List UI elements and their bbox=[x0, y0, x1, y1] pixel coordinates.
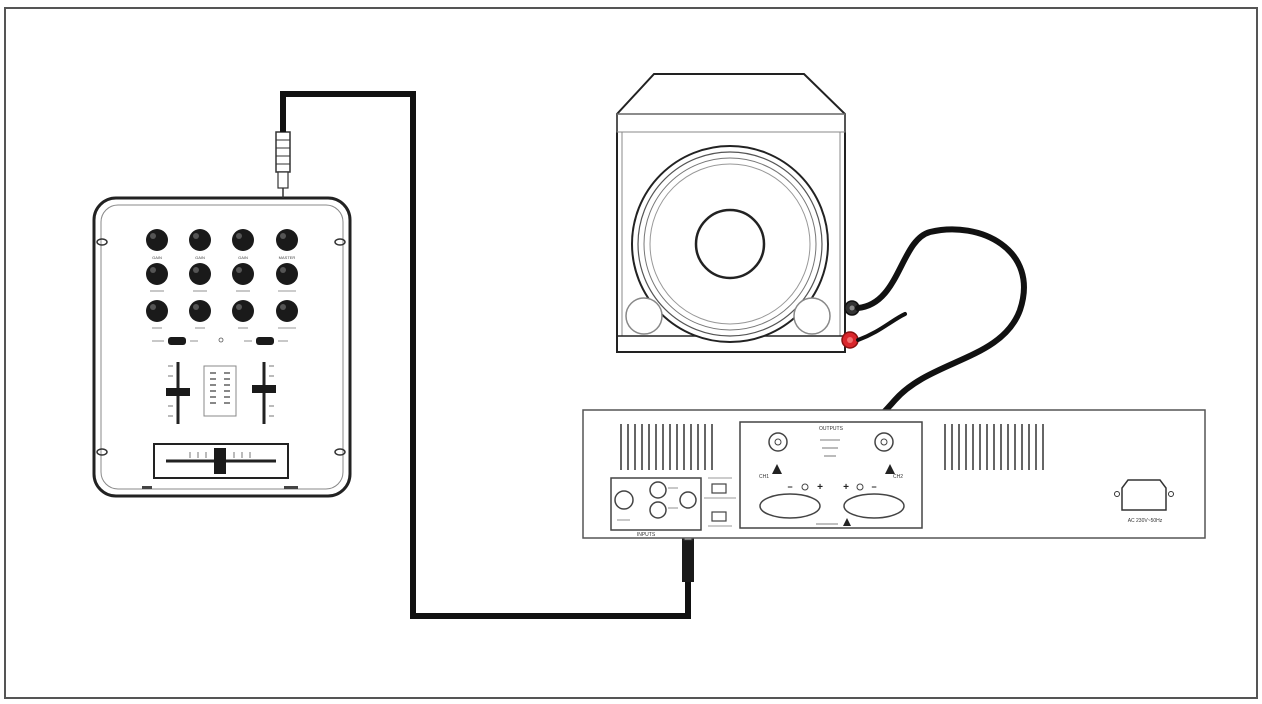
level-meter bbox=[203, 365, 237, 417]
mixer-knob bbox=[189, 229, 211, 251]
mixer-screw-hole bbox=[334, 448, 346, 456]
mixer-knob bbox=[232, 263, 254, 285]
amplifier-rear-panel: INPUTS OUTPUTS bbox=[582, 409, 1206, 539]
knob-label: GAIN bbox=[238, 255, 248, 260]
mixer-knob bbox=[146, 229, 168, 251]
mode-switches bbox=[704, 477, 736, 527]
speaker-cable-lead bbox=[856, 312, 907, 342]
bass-port bbox=[625, 297, 663, 335]
power-label: AC 230V~50Hz bbox=[1128, 518, 1163, 524]
speakon-output bbox=[768, 432, 788, 452]
warning-icon bbox=[772, 464, 782, 474]
speakon-output bbox=[874, 432, 894, 452]
mixer-knob bbox=[276, 229, 298, 251]
knob-label: GAIN bbox=[152, 255, 162, 260]
channel-toggle bbox=[256, 337, 274, 345]
mixer-knob bbox=[232, 229, 254, 251]
channel-1-label: CH1 bbox=[759, 474, 769, 480]
signal-cable bbox=[280, 91, 691, 619]
channel-fader-right bbox=[252, 362, 276, 424]
speaker-cabinet bbox=[616, 73, 846, 353]
binding-post-left bbox=[759, 493, 821, 519]
knob-label-marks bbox=[150, 290, 296, 329]
warning-icon bbox=[885, 464, 895, 474]
mixer-knob bbox=[189, 263, 211, 285]
minus-marker: − bbox=[787, 482, 792, 492]
mixer-knob bbox=[276, 300, 298, 322]
mixer-screw-hole bbox=[96, 448, 108, 456]
channel-fader-left bbox=[166, 362, 190, 424]
vent-grille-left bbox=[620, 424, 713, 470]
vent-grille-right bbox=[944, 424, 1044, 470]
output-section: OUTPUTS CH1 CH2 − + + − bbox=[739, 421, 923, 529]
input-section: INPUTS bbox=[610, 477, 702, 538]
woofer-dust-cap bbox=[694, 208, 766, 280]
inputs-label: INPUTS bbox=[637, 532, 656, 538]
mixer-knobs bbox=[146, 229, 298, 322]
rca-plug bbox=[275, 131, 291, 198]
mixer-screw-hole bbox=[334, 238, 346, 246]
knob-label: MASTER bbox=[279, 255, 296, 260]
mixer-inner-outline bbox=[100, 204, 344, 490]
mixer-knob bbox=[146, 263, 168, 285]
bass-port bbox=[793, 297, 831, 335]
warning-icon bbox=[843, 518, 851, 526]
mixer-knob bbox=[146, 300, 168, 322]
xlr-input-jack bbox=[614, 490, 634, 510]
plus-marker: + bbox=[817, 482, 823, 493]
mixer-knob bbox=[232, 300, 254, 322]
dj-mixer: GAIN GAIN GAIN MASTER bbox=[92, 196, 352, 498]
crossfader bbox=[153, 443, 289, 479]
mixer-knob bbox=[276, 263, 298, 285]
mixer-knob bbox=[189, 300, 211, 322]
rca-input-jack bbox=[649, 501, 667, 519]
channel-toggle bbox=[168, 337, 186, 345]
minus-marker: − bbox=[871, 482, 876, 492]
binding-post-right bbox=[843, 493, 905, 519]
mixer-screw-hole bbox=[96, 238, 108, 246]
rca-input-jack bbox=[649, 481, 667, 499]
outputs-label: OUTPUTS bbox=[819, 426, 844, 432]
jack-input-socket bbox=[679, 491, 697, 509]
channel-2-label: CH2 bbox=[893, 474, 903, 480]
speaker-terminals bbox=[841, 300, 860, 349]
power-socket: AC 230V~50Hz bbox=[1114, 479, 1174, 524]
knob-label: GAIN bbox=[195, 255, 205, 260]
plus-marker: + bbox=[843, 482, 849, 493]
